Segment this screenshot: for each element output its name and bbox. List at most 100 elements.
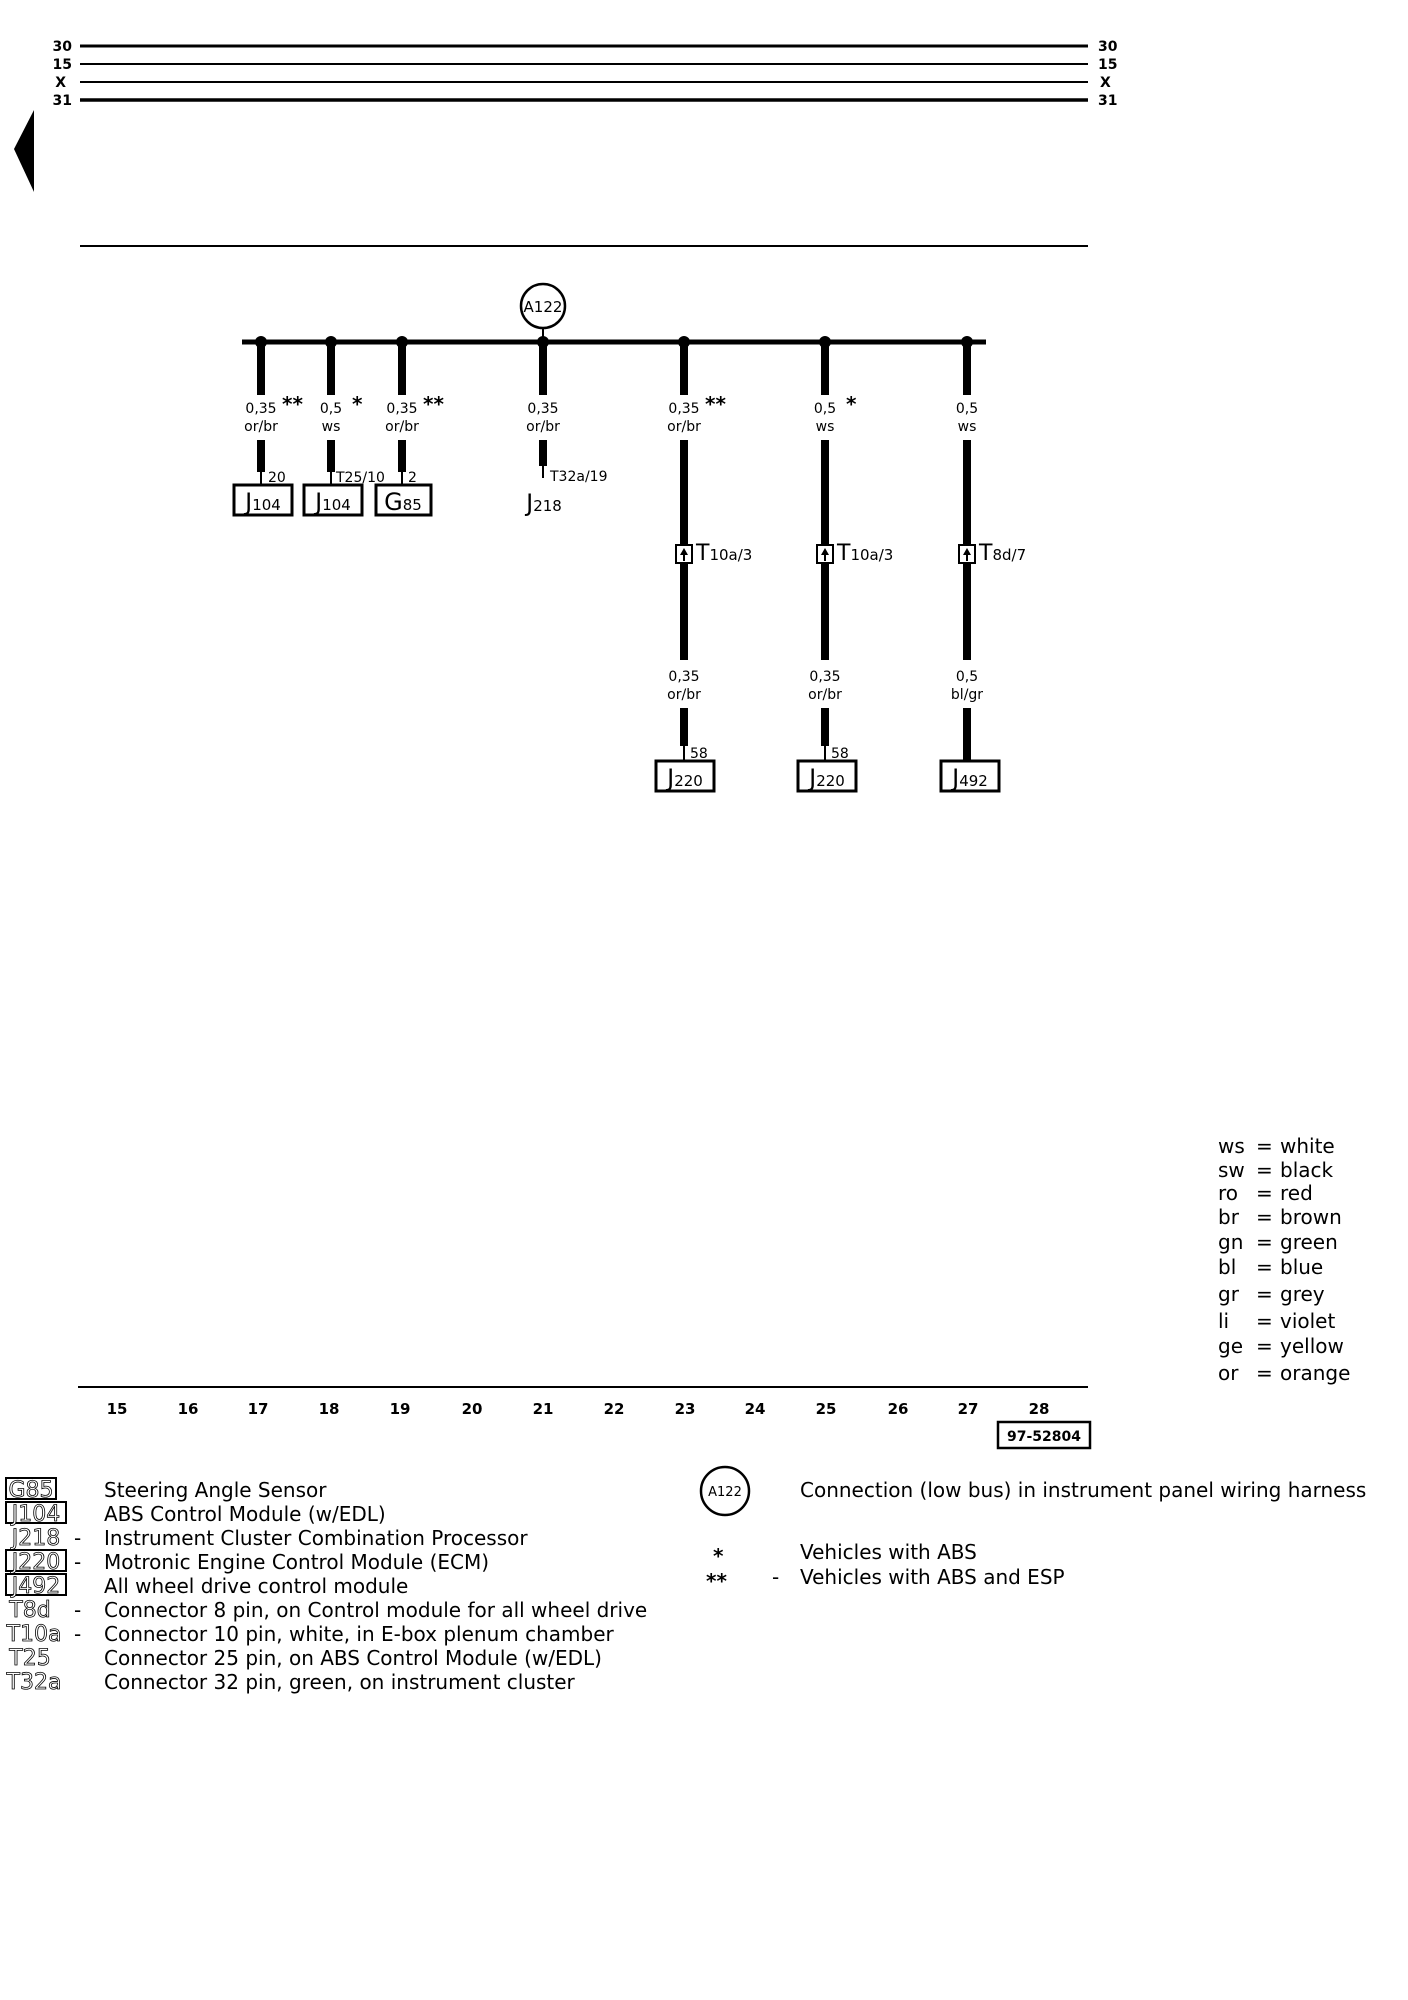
legend-code: T32a [6,1670,62,1695]
pin-label: T32a/19 [549,469,607,485]
rail-30-left-label: 30 [53,39,73,55]
wire-gauge-label: 0,5 [956,401,978,417]
legend-code: J104 [10,1502,60,1527]
pin-label: 58 [831,746,849,762]
component-label: J218 [524,489,562,517]
component-box-j104 [232,483,294,517]
connector-arrow-icon [963,548,971,561]
pin-label: 58 [690,746,708,762]
rail-30-right-label: 30 [1098,39,1118,55]
legend-code: T8d [8,1598,50,1623]
wire-color-label-lower: or/br [667,687,701,703]
component-box-j492 [939,759,1001,793]
rail-31-left-label: 31 [53,93,72,109]
color-code-code: gr [1218,1282,1240,1306]
column-number: 21 [533,1400,554,1418]
wire-gauge-label-lower: 0,35 [668,669,699,685]
color-code-name: green [1280,1230,1338,1254]
component-box-g85 [374,483,433,517]
color-code-equals: = [1256,1230,1273,1254]
wire-color-label: or/br [385,419,419,435]
legend-dash: - [74,1622,81,1646]
legend-dash: - [74,1526,81,1550]
wire-color-label: ws [958,419,977,435]
legend-text: ABS Control Module (w/EDL) [104,1502,386,1526]
color-code-equals: = [1256,1134,1273,1158]
color-code-name: blue [1280,1255,1323,1279]
legend-code-box [5,1573,67,1596]
color-code-name: brown [1280,1205,1342,1229]
rail-x-left-label: X [55,75,66,91]
wire-color-label: ws [816,419,835,435]
wire-gauge-label-lower: 0,35 [809,669,840,685]
symbol-legend: A122 Connection (low bus) in instrument … [699,1465,1366,1593]
pin-label: T25/10 [335,470,385,486]
color-code-name: orange [1280,1361,1350,1385]
reference-number: 97-52804 [1007,1429,1081,1445]
column-number: 20 [462,1400,483,1418]
legend-text: Connection (low bus) in instrument panel… [800,1478,1366,1502]
column-number: 22 [604,1400,625,1418]
legend-dash: - [74,1598,81,1622]
wire-1: 0,35 or/br ** 20 J104 [232,336,303,517]
legend-text: Vehicles with ABS and ESP [800,1565,1065,1589]
connector-label: T10a/3 [695,541,752,566]
component-label: J104 [243,488,281,516]
wire-gauge-label: 0,5 [320,401,342,417]
wire-color-label-lower: or/br [808,687,842,703]
legend-code: J492 [10,1574,60,1599]
color-code-name: yellow [1280,1334,1344,1358]
rail-15-right-label: 15 [1098,57,1117,73]
color-code-name: grey [1280,1282,1325,1306]
color-code-equals: = [1256,1255,1273,1279]
back-arrow-icon[interactable] [14,110,34,192]
column-number: 24 [745,1400,766,1418]
legend-code: G85 [8,1478,53,1503]
legend-bus-symbol [699,1465,751,1517]
color-code-code: ge [1218,1334,1243,1358]
column-number: 16 [178,1400,199,1418]
legend-text: Vehicles with ABS [800,1540,977,1564]
wire-7: 0,5 ws T8d/7 0,5 bl/gr J492 [939,336,1026,793]
color-code-equals: = [1256,1282,1273,1306]
color-code-code: or [1218,1361,1239,1385]
wire-color-label: or/br [526,419,560,435]
rail-x-right-label: X [1100,75,1111,91]
component-label: J104 [313,488,351,516]
legend-code: T10a [6,1622,62,1647]
column-scale: 15 16 17 18 19 20 21 22 23 24 25 26 27 2… [78,1386,1092,1450]
color-code-equals: = [1256,1309,1273,1333]
legend-symbol: A122 [708,1485,742,1500]
column-number: 26 [888,1400,909,1418]
wire-gauge-label: 0,35 [245,401,276,417]
wire-gauge-label: 0,5 [814,401,836,417]
color-code-code: gn [1218,1230,1243,1254]
legend-code-box [5,1549,67,1572]
color-code-equals: = [1256,1181,1273,1205]
color-code-equals: = [1256,1361,1273,1385]
legend-text: Steering Angle Sensor [104,1478,327,1502]
component-box-j104 [302,483,364,517]
wire-color-label: or/br [244,419,278,435]
wire-4: 0,35 or/br T32a/19 J218 [524,336,607,517]
color-code-equals: = [1256,1158,1273,1182]
component-box-j220 [654,759,716,793]
bus-a122-label: A122 [524,298,563,316]
wire-option-marker: ** [423,392,444,416]
color-code-equals: = [1256,1205,1273,1229]
column-number: 27 [958,1400,979,1418]
wire-option-marker: * [352,392,363,416]
power-rails: 30 15 X 31 30 15 X 31 [53,39,1118,109]
connector-label: T8d/7 [978,541,1026,566]
connector-label: T10a/3 [836,541,893,566]
column-number: 15 [107,1400,128,1418]
color-code-code: ws [1218,1134,1245,1158]
wire-option-marker: * [846,392,857,416]
wire-6: 0,5 ws * T10a/3 0,35 or/br 58 J220 [796,336,893,793]
color-code-name: red [1280,1181,1313,1205]
color-code-name: black [1280,1158,1334,1182]
connector-arrow-icon [821,548,829,561]
legend-text: Connector 10 pin, white, in E-box plenum… [104,1622,615,1646]
legend-text: Connector 25 pin, on ABS Control Module … [104,1646,602,1670]
